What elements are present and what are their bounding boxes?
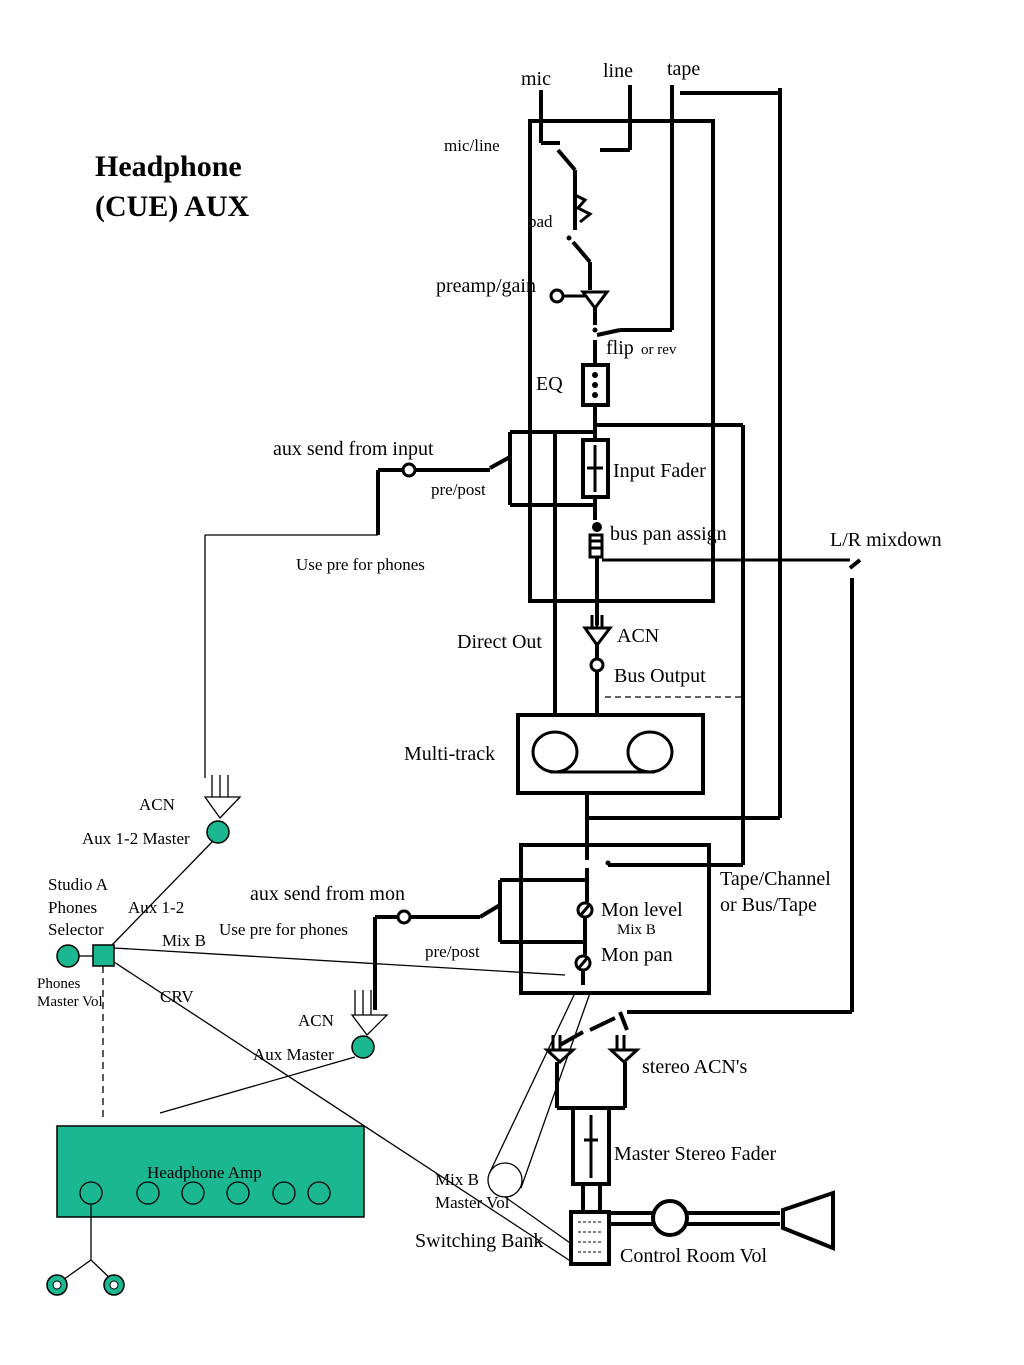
label-headphone-amp: Headphone Amp: [147, 1163, 262, 1182]
acn-amplifier-icon: [582, 626, 614, 648]
label-studio-a: Studio A: [48, 875, 109, 894]
label-mic: mic: [521, 68, 551, 90]
stereo-switch-left: [559, 1030, 584, 1047]
speaker-icon: [781, 1190, 835, 1251]
input-channel-strip: [401, 85, 850, 867]
pre-post-switch-2: [478, 903, 502, 919]
bus-output-knob-icon: [589, 657, 605, 673]
label-input-fader: Input Fader: [613, 460, 706, 482]
acn-aux12-amplifier-icon: [203, 796, 242, 820]
label-pre-post-2: pre/post: [425, 942, 480, 961]
label-use-pre-1: Use pre for phones: [296, 555, 425, 574]
aux-send-mon-knob-icon: [396, 909, 412, 925]
stereo-switch-right: [589, 1016, 616, 1032]
label-bus-output: Bus Output: [614, 665, 706, 687]
control-room-vol-knob-icon: [651, 1199, 689, 1237]
bus-output-section: [582, 615, 745, 715]
label-acn-1: ACN: [617, 625, 659, 647]
label-flip: flip: [606, 337, 634, 359]
monitor-box: [519, 843, 711, 995]
phones-master-vol-knob-icon: [56, 944, 80, 968]
label-aux-send-mon: aux send from mon: [250, 883, 405, 905]
label-acn-2: ACN: [139, 795, 175, 814]
stereo-acn-right-icon: [607, 1048, 641, 1065]
label-crv: CRV: [160, 987, 194, 1006]
label-multi-track: Multi-track: [404, 743, 495, 765]
master-stereo-fader-block: [571, 1106, 611, 1186]
label-mix-b-1: Mix B: [162, 931, 206, 950]
aux12-master-knob-icon: [206, 820, 230, 844]
preamp-amplifier-icon: [580, 290, 610, 311]
mix-b-wire: [113, 947, 566, 976]
label-use-pre-2: Use pre for phones: [219, 920, 348, 939]
label-direct-out: Direct Out: [457, 631, 542, 653]
diagram-title-line1: Headphone: [95, 150, 242, 183]
switching-bank-block: [569, 1210, 611, 1266]
headphone-section: [46, 468, 576, 1296]
label-tape-channel-1: Tape/Channel: [720, 868, 831, 890]
lr-mixdown-switch: [848, 558, 862, 570]
monitor-section: [396, 843, 711, 995]
headphone-amp-jack-3: [181, 1181, 205, 1205]
headphone-amp-jack-4: [226, 1181, 250, 1205]
label-aux-master: Aux Master: [253, 1045, 334, 1064]
label-tape: tape: [667, 58, 700, 80]
channel-strip-box: [528, 119, 715, 603]
label-mix-b-master-1: Mix B: [435, 1170, 479, 1189]
headphone-amp-jack-5: [272, 1181, 296, 1205]
label-aux12-master: Aux 1-2 Master: [82, 829, 190, 848]
label-eq: EQ: [536, 373, 563, 395]
label-phones-master-vol-1: Phones: [37, 976, 81, 992]
label-bus-pan-assign: bus pan assign: [610, 523, 727, 545]
headphone-amp-jack-6: [307, 1181, 331, 1205]
label-aux12: Aux 1-2: [128, 898, 184, 917]
label-pre-post-1: pre/post: [431, 480, 486, 499]
phones-selector-switch[interactable]: [92, 944, 115, 967]
tape-reel-right-icon: [626, 730, 674, 774]
diagram-title-line2: (CUE) AUX: [95, 190, 249, 223]
label-lr-mixdown: L/R mixdown: [830, 529, 942, 551]
label-control-room-vol: Control Room Vol: [620, 1245, 768, 1267]
aux-master-knob-icon: [351, 1035, 375, 1059]
label-phones-master-vol-2: Master Vol: [37, 994, 103, 1010]
label-master-stereo-fader: Master Stereo Fader: [614, 1143, 777, 1165]
label-mon-pan: Mon pan: [601, 944, 673, 966]
multi-track-box: [516, 713, 705, 795]
label-tape-channel-2: or Bus/Tape: [720, 894, 817, 916]
multi-track-recorder: [516, 713, 705, 860]
label-preamp-gain: preamp/gain: [436, 275, 536, 297]
crv-wire: [113, 961, 576, 1265]
label-mon-level: Mon level: [601, 899, 683, 921]
label-stereo-acns: stereo ACN's: [642, 1056, 747, 1078]
stereo-acn-section: [543, 1016, 641, 1110]
headphone-amp-jack-2: [136, 1181, 160, 1205]
label-acn-3: ACN: [298, 1011, 334, 1030]
acn-aux-amplifier-icon: [350, 1014, 389, 1036]
label-selector: Selector: [48, 920, 104, 939]
pad-resistor-icon: [574, 193, 593, 224]
label-mix-b-2: Mix B: [617, 922, 656, 938]
mic-line-switch: [556, 148, 577, 172]
label-or-rev: or rev: [641, 342, 677, 358]
label-mic-line: mic/line: [444, 136, 500, 155]
label-pad: pad: [528, 212, 553, 231]
preamp-gain-knob-icon: [549, 288, 565, 304]
bus-pan-assign-block: [588, 533, 604, 559]
tape-reel-left-icon: [531, 730, 579, 774]
label-aux-send-input: aux send from input: [273, 438, 434, 460]
mix-b-master-vol-knob-icon: [487, 1162, 523, 1198]
aux-send-input-knob-icon: [401, 462, 417, 478]
label-line: line: [603, 60, 633, 82]
label-mix-b-master-2: Master Vol: [435, 1193, 510, 1212]
label-switching-bank: Switching Bank: [415, 1230, 543, 1252]
label-phones: Phones: [48, 898, 97, 917]
pre-post-switch-1: [489, 455, 511, 470]
